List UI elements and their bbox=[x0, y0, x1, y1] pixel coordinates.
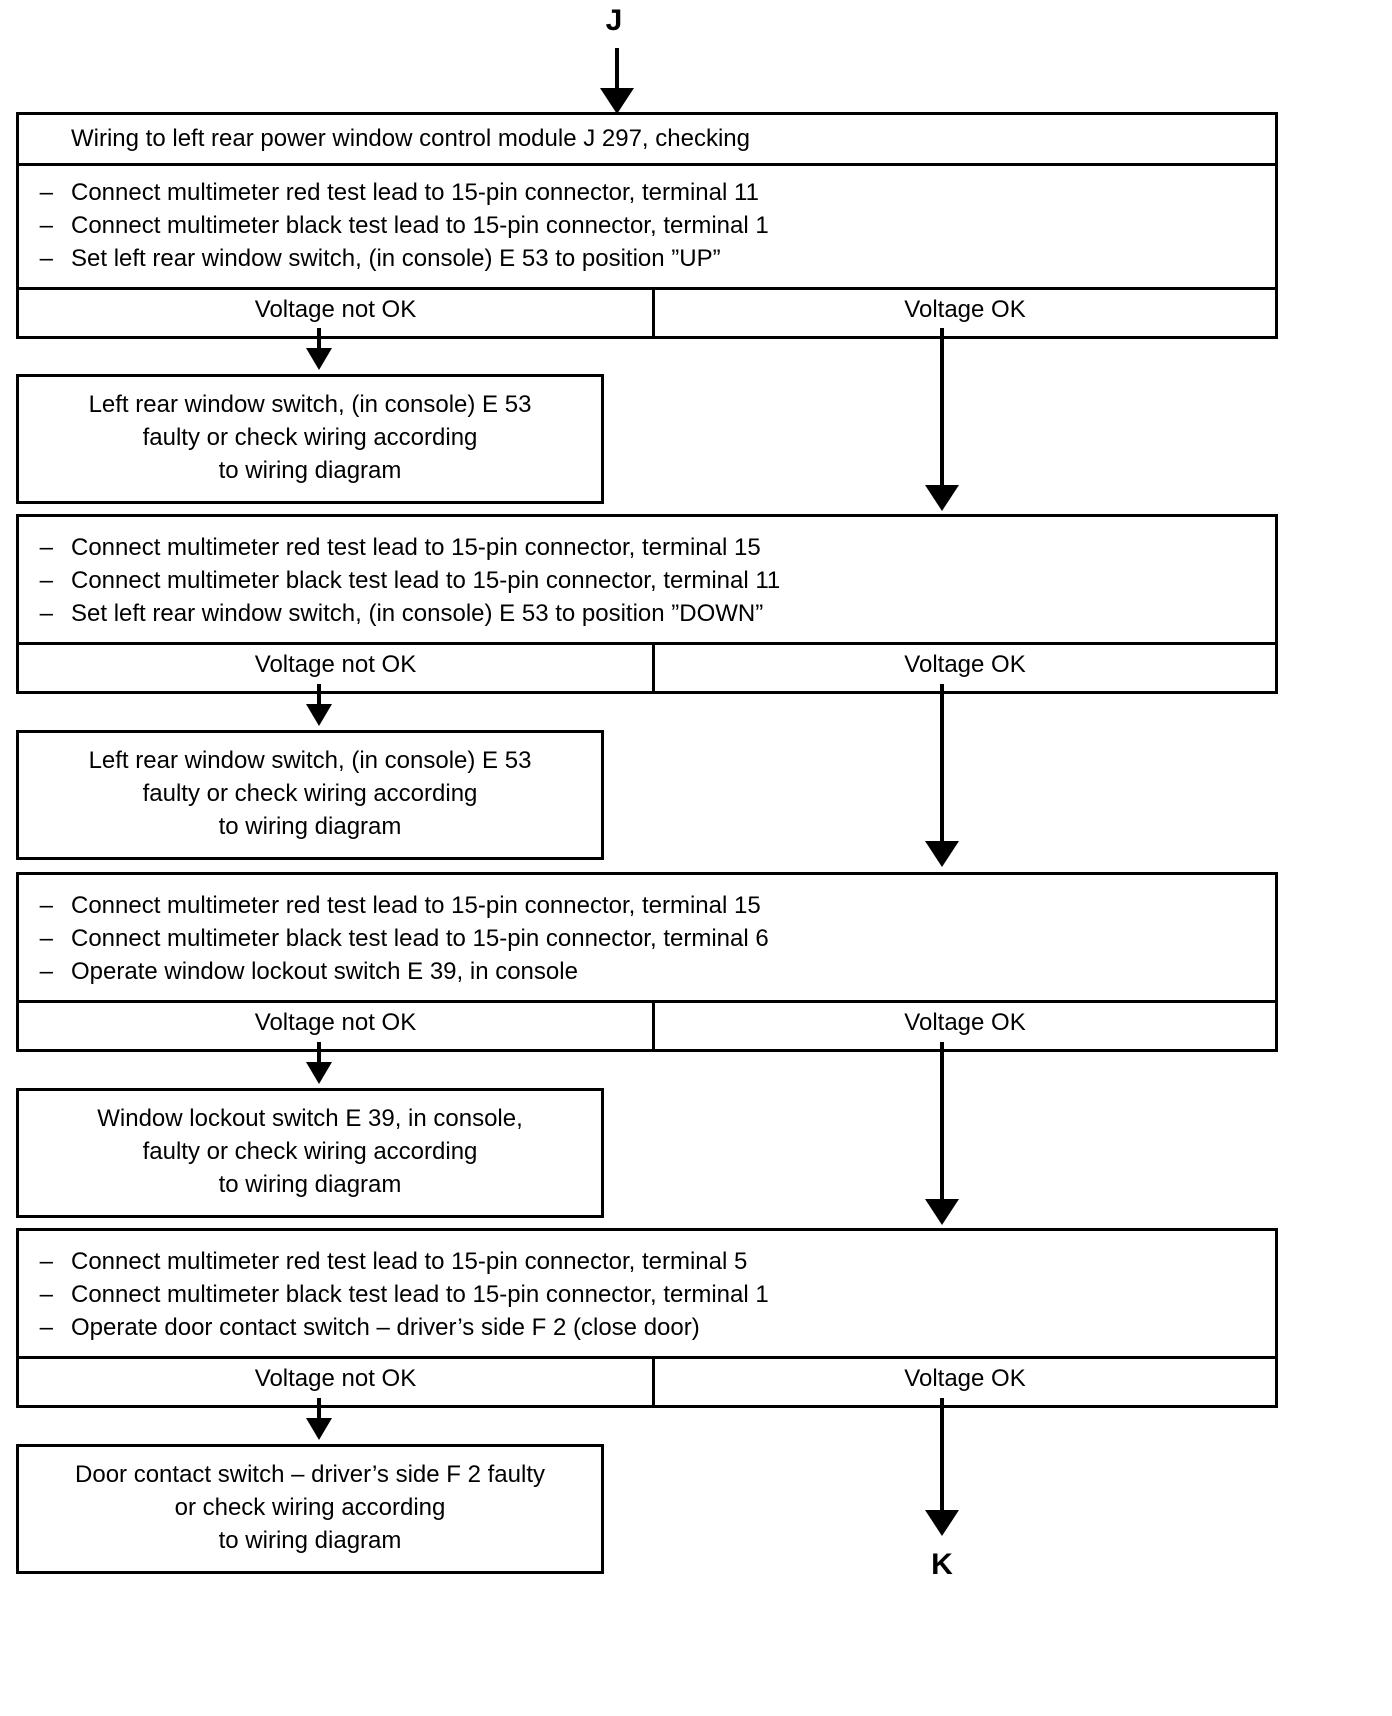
bullet-item: – Set left rear window switch, (in conso… bbox=[19, 242, 1275, 275]
step-3-fault-box: Window lockout switch E 39, in console, … bbox=[16, 1088, 604, 1218]
bullet-dash-icon: – bbox=[39, 245, 53, 272]
step-4-fault-box: Door contact switch – driver’s side F 2 … bbox=[16, 1444, 604, 1574]
fault-line: to wiring diagram bbox=[218, 1171, 402, 1198]
step-4-outcome-not-ok: Voltage not OK bbox=[19, 1359, 655, 1405]
bullet-dash-icon: – bbox=[39, 212, 53, 239]
bullet-text: Connect multimeter red test lead to 15-p… bbox=[71, 179, 759, 206]
exit-arrow-stem bbox=[940, 1398, 944, 1518]
step-4-bullets: – Connect multimeter red test lead to 15… bbox=[19, 1231, 1275, 1356]
step-3-outcome-row: Voltage not OK Voltage OK bbox=[19, 1000, 1275, 1049]
bullet-text: Connect multimeter black test lead to 15… bbox=[71, 567, 781, 594]
bullet-dash-icon: – bbox=[39, 1281, 53, 1308]
bullet-text: Set left rear window switch, (in console… bbox=[71, 245, 721, 272]
step-3-box: – Connect multimeter red test lead to 15… bbox=[16, 872, 1278, 1052]
entry-arrow-stem bbox=[615, 48, 619, 96]
fault-line: to wiring diagram bbox=[218, 813, 402, 840]
step-3-not-ok-arrow-stem bbox=[317, 1042, 321, 1070]
step-3-bullets: – Connect multimeter red test lead to 15… bbox=[19, 875, 1275, 1000]
bullet-text: Connect multimeter black test lead to 15… bbox=[71, 925, 769, 952]
bullet-item: – Operate window lockout switch E 39, in… bbox=[19, 955, 1275, 988]
bullet-item: – Connect multimeter red test lead to 15… bbox=[19, 531, 1275, 564]
bullet-item: – Connect multimeter black test lead to … bbox=[19, 209, 1275, 242]
fault-line: faulty or check wiring according bbox=[142, 780, 478, 807]
step-2-not-ok-arrow-head bbox=[306, 704, 332, 726]
step-4-outcome-ok: Voltage OK bbox=[904, 1365, 1026, 1392]
step-2-ok-arrow-head bbox=[925, 841, 959, 867]
bullet-text: Operate door contact switch – driver’s s… bbox=[71, 1314, 700, 1341]
bullet-text: Connect multimeter black test lead to 15… bbox=[71, 1281, 769, 1308]
step-2-outcome-row: Voltage not OK Voltage OK bbox=[19, 642, 1275, 691]
fault-line: Door contact switch – driver’s side F 2 … bbox=[75, 1461, 545, 1488]
step-4-not-ok-arrow-stem bbox=[317, 1398, 321, 1426]
step-1-outcome-not-ok: Voltage not OK bbox=[19, 290, 655, 336]
bullet-dash-icon: – bbox=[39, 925, 53, 952]
step-1-bullets: – Connect multimeter red test lead to 15… bbox=[19, 166, 1275, 287]
bullet-text: Operate window lockout switch E 39, in c… bbox=[71, 958, 578, 985]
bullet-item: – Connect multimeter red test lead to 15… bbox=[19, 889, 1275, 922]
step-3-ok-arrow-stem bbox=[940, 1042, 944, 1207]
step-1-ok-arrow-stem bbox=[940, 328, 944, 493]
step-4-box: – Connect multimeter red test lead to 15… bbox=[16, 1228, 1278, 1408]
exit-connector-label: K bbox=[931, 1548, 953, 1581]
fault-line: or check wiring according bbox=[174, 1494, 446, 1521]
entry-arrow-head bbox=[600, 88, 634, 114]
bullet-item: – Connect multimeter black test lead to … bbox=[19, 564, 1275, 597]
bullet-text: Connect multimeter red test lead to 15-p… bbox=[71, 1248, 748, 1275]
bullet-item: – Connect multimeter red test lead to 15… bbox=[19, 1245, 1275, 1278]
bullet-item: – Connect multimeter red test lead to 15… bbox=[19, 176, 1275, 209]
step-1-outcome-row: Voltage not OK Voltage OK bbox=[19, 287, 1275, 336]
step-3-ok-arrow-head bbox=[925, 1199, 959, 1225]
step-2-not-ok-arrow-stem bbox=[317, 684, 321, 712]
step-3-outcome-not-ok: Voltage not OK bbox=[19, 1003, 655, 1049]
bullet-dash-icon: – bbox=[39, 534, 53, 561]
step-4-outcome-row: Voltage not OK Voltage OK bbox=[19, 1356, 1275, 1405]
bullet-text: Set left rear window switch, (in console… bbox=[71, 600, 764, 627]
step-1-not-ok-arrow-head bbox=[306, 348, 332, 370]
bullet-item: – Connect multimeter black test lead to … bbox=[19, 1278, 1275, 1311]
step-3-not-ok-arrow-head bbox=[306, 1062, 332, 1084]
fault-line: Window lockout switch E 39, in console, bbox=[97, 1105, 523, 1132]
fault-line: faulty or check wiring according bbox=[142, 424, 478, 451]
bullet-text: Connect multimeter red test lead to 15-p… bbox=[71, 892, 761, 919]
bullet-dash-icon: – bbox=[39, 958, 53, 985]
step-1-outcome-ok: Voltage OK bbox=[904, 296, 1026, 323]
step-4-not-ok-arrow-head bbox=[306, 1418, 332, 1440]
step-2-outcome-not-ok: Voltage not OK bbox=[19, 645, 655, 691]
step-2-box: – Connect multimeter red test lead to 15… bbox=[16, 514, 1278, 694]
bullet-dash-icon: – bbox=[39, 892, 53, 919]
bullet-text: Connect multimeter black test lead to 15… bbox=[71, 212, 769, 239]
step-1-box: Wiring to left rear power window control… bbox=[16, 112, 1278, 339]
step-2-bullets: – Connect multimeter red test lead to 15… bbox=[19, 517, 1275, 642]
fault-line: Left rear window switch, (in console) E … bbox=[88, 391, 532, 418]
fault-line: to wiring diagram bbox=[218, 1527, 402, 1554]
step-2-outcome-ok: Voltage OK bbox=[904, 651, 1026, 678]
bullet-dash-icon: – bbox=[39, 600, 53, 627]
bullet-dash-icon: – bbox=[39, 1248, 53, 1275]
fault-line: faulty or check wiring according bbox=[142, 1138, 478, 1165]
step-3-outcome-ok: Voltage OK bbox=[904, 1009, 1026, 1036]
step-1-title: Wiring to left rear power window control… bbox=[19, 115, 1275, 166]
bullet-item: – Operate door contact switch – driver’s… bbox=[19, 1311, 1275, 1344]
step-1-ok-arrow-head bbox=[925, 485, 959, 511]
step-2-fault-box: Left rear window switch, (in console) E … bbox=[16, 730, 604, 860]
fault-line: Left rear window switch, (in console) E … bbox=[88, 747, 532, 774]
bullet-dash-icon: – bbox=[39, 567, 53, 594]
bullet-text: Connect multimeter red test lead to 15-p… bbox=[71, 534, 761, 561]
step-2-ok-arrow-stem bbox=[940, 684, 944, 849]
step-1-not-ok-arrow-stem bbox=[317, 328, 321, 356]
entry-connector-label: J bbox=[605, 4, 623, 37]
exit-arrow-head bbox=[925, 1510, 959, 1536]
bullet-item: – Set left rear window switch, (in conso… bbox=[19, 597, 1275, 630]
bullet-item: – Connect multimeter black test lead to … bbox=[19, 922, 1275, 955]
step-1-fault-box: Left rear window switch, (in console) E … bbox=[16, 374, 604, 504]
fault-line: to wiring diagram bbox=[218, 457, 402, 484]
bullet-dash-icon: – bbox=[39, 1314, 53, 1341]
bullet-dash-icon: – bbox=[39, 179, 53, 206]
